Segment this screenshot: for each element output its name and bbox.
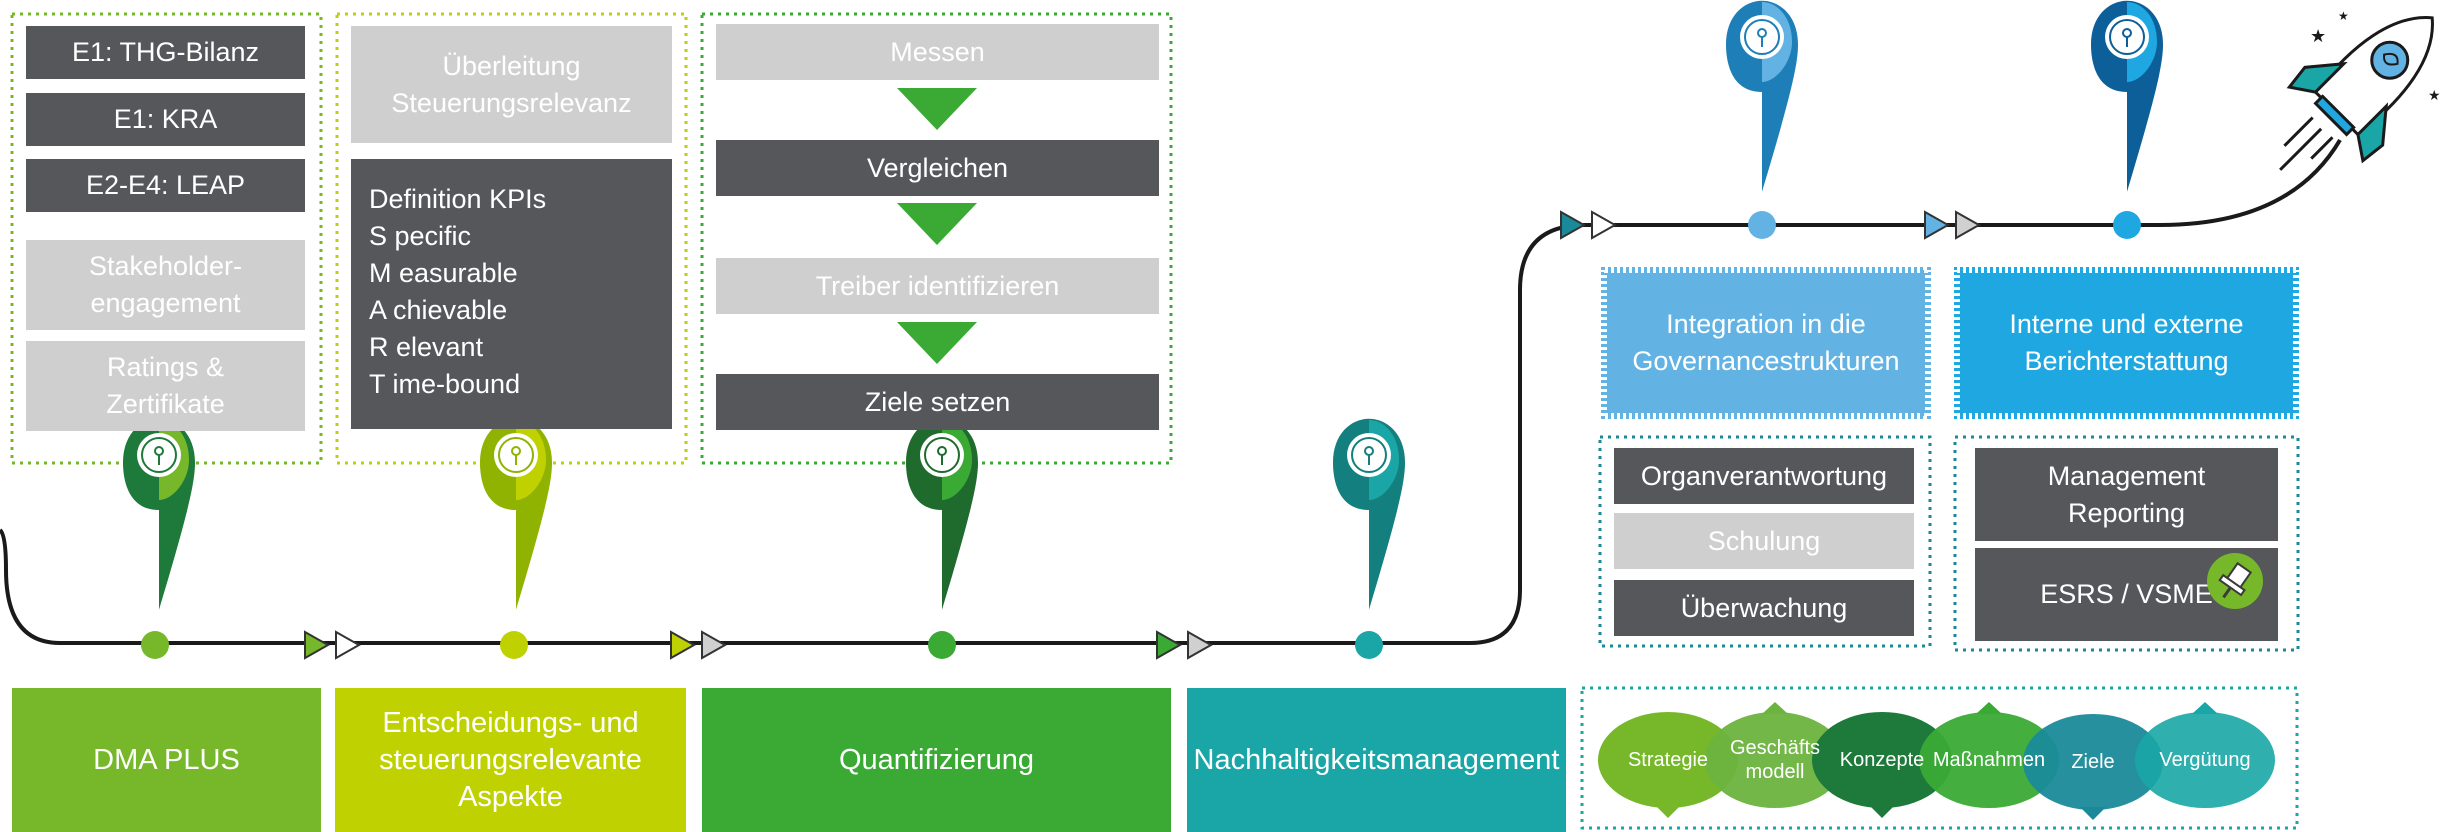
phase1-item-stakeholder: Stakeholder- engagement <box>26 240 305 330</box>
pushpin-icon <box>2207 553 2263 609</box>
node-phase6 <box>2113 211 2141 239</box>
phase2-header: Überleitung Steuerungsrelevanz <box>351 26 672 143</box>
ellipse-verguetung <box>2135 702 2275 808</box>
ellipse-ziele <box>2023 714 2163 820</box>
kpi-list: Definition KPIs S pecific M easurable A … <box>369 181 546 403</box>
ellipse-strategie <box>1598 712 1738 818</box>
ellipse-label-geschaeftsmodell: Geschäfts modell <box>1729 737 1821 783</box>
ellipse-geschaeftsmodell <box>1705 702 1845 808</box>
phase1-item-ratings: Ratings & Zertifikate <box>26 341 305 431</box>
map-pin-icon-phase1 <box>123 418 195 610</box>
double-arrow-icon-2 <box>670 630 728 660</box>
map-pin-icon-phase2 <box>480 418 552 610</box>
ellipse-label-massnahmen: Maßnahmen <box>1932 749 2046 771</box>
double-arrow-icon-4 <box>1560 210 1618 240</box>
phase5-header: Integration in die Governancestrukturen <box>1601 267 1931 419</box>
node-phase1 <box>141 631 169 659</box>
phase4-label: Nachhaltigkeitsmanagement <box>1187 688 1566 832</box>
step-arrow-1 <box>897 88 977 130</box>
svg-text:★: ★ <box>2338 9 2349 23</box>
ellipse-label-verguetung: Vergütung <box>2159 749 2251 771</box>
roadmap-path <box>0 138 2342 645</box>
kpi-line-r: R elevant <box>369 332 484 362</box>
svg-text:★: ★ <box>2310 26 2326 47</box>
phase2-kpi-box: Definition KPIs S pecific M easurable A … <box>351 159 672 429</box>
phase6-header: Interne und externe Berichterstattung <box>1954 267 2299 419</box>
kpi-title: Definition KPIs <box>369 184 547 214</box>
map-pin-icon-phase3 <box>906 418 978 610</box>
ellipse-label-strategie: Strategie <box>1627 749 1709 771</box>
phase1-label: DMA PLUS <box>12 688 321 832</box>
phase5-item-schulung: Schulung <box>1614 513 1914 569</box>
kpi-line-t: T ime-bound <box>369 369 521 399</box>
phase2-label: Entscheidungs- und steuerungsrelevante A… <box>335 688 686 832</box>
step-arrow-2 <box>897 203 977 245</box>
node-phase2 <box>500 631 528 659</box>
phase5-item-organ: Organverantwortung <box>1614 448 1914 504</box>
step-arrow-3 <box>897 322 977 364</box>
phase3-step-messen: Messen <box>716 24 1159 80</box>
phase3-step-treiber: Treiber identifizieren <box>716 258 1159 314</box>
double-arrow-icon-3 <box>1156 630 1214 660</box>
ellipse-label-ziele: Ziele <box>2071 751 2115 773</box>
map-pin-icon-phase4 <box>1333 418 1405 610</box>
phase5-item-ueberwachung: Überwachung <box>1614 580 1914 636</box>
kpi-line-a: A chievable <box>369 295 508 325</box>
node-phase5 <box>1748 211 1776 239</box>
double-arrow-icon-5 <box>1924 210 1982 240</box>
ellipse-konzepte <box>1812 712 1952 818</box>
kpi-line-s: S pecific <box>369 221 472 251</box>
phase3-label: Quantifizierung <box>702 688 1171 832</box>
phase6-item-management: Management Reporting <box>1975 448 2278 541</box>
phase1-item-kra: E1: KRA <box>26 93 305 146</box>
kpi-line-m: M easurable <box>369 258 518 288</box>
phase1-item-leap: E2-E4: LEAP <box>26 159 305 212</box>
node-phase4 <box>1355 631 1383 659</box>
map-pin-icon-phase5 <box>1726 0 1798 192</box>
phase3-step-ziele: Ziele setzen <box>716 374 1159 430</box>
double-arrow-icon-1 <box>304 630 362 660</box>
ellipse-label-konzepte: Konzepte <box>1839 749 1925 771</box>
map-pin-icon-phase6 <box>2091 0 2163 192</box>
node-phase3 <box>928 631 956 659</box>
star-icon: ★ ★ ★ <box>2310 9 2441 104</box>
phase3-step-vergleichen: Vergleichen <box>716 140 1159 196</box>
phase1-item-thg: E1: THG-Bilanz <box>26 26 305 79</box>
rocket-icon <box>2279 16 2434 171</box>
svg-text:★: ★ <box>2428 88 2441 104</box>
phase5-panel-frame <box>1598 435 1932 648</box>
ellipse-massnahmen <box>1919 702 2059 808</box>
phase4-panel-frame <box>1580 686 2299 830</box>
phase6-panel-frame <box>1953 435 2300 652</box>
